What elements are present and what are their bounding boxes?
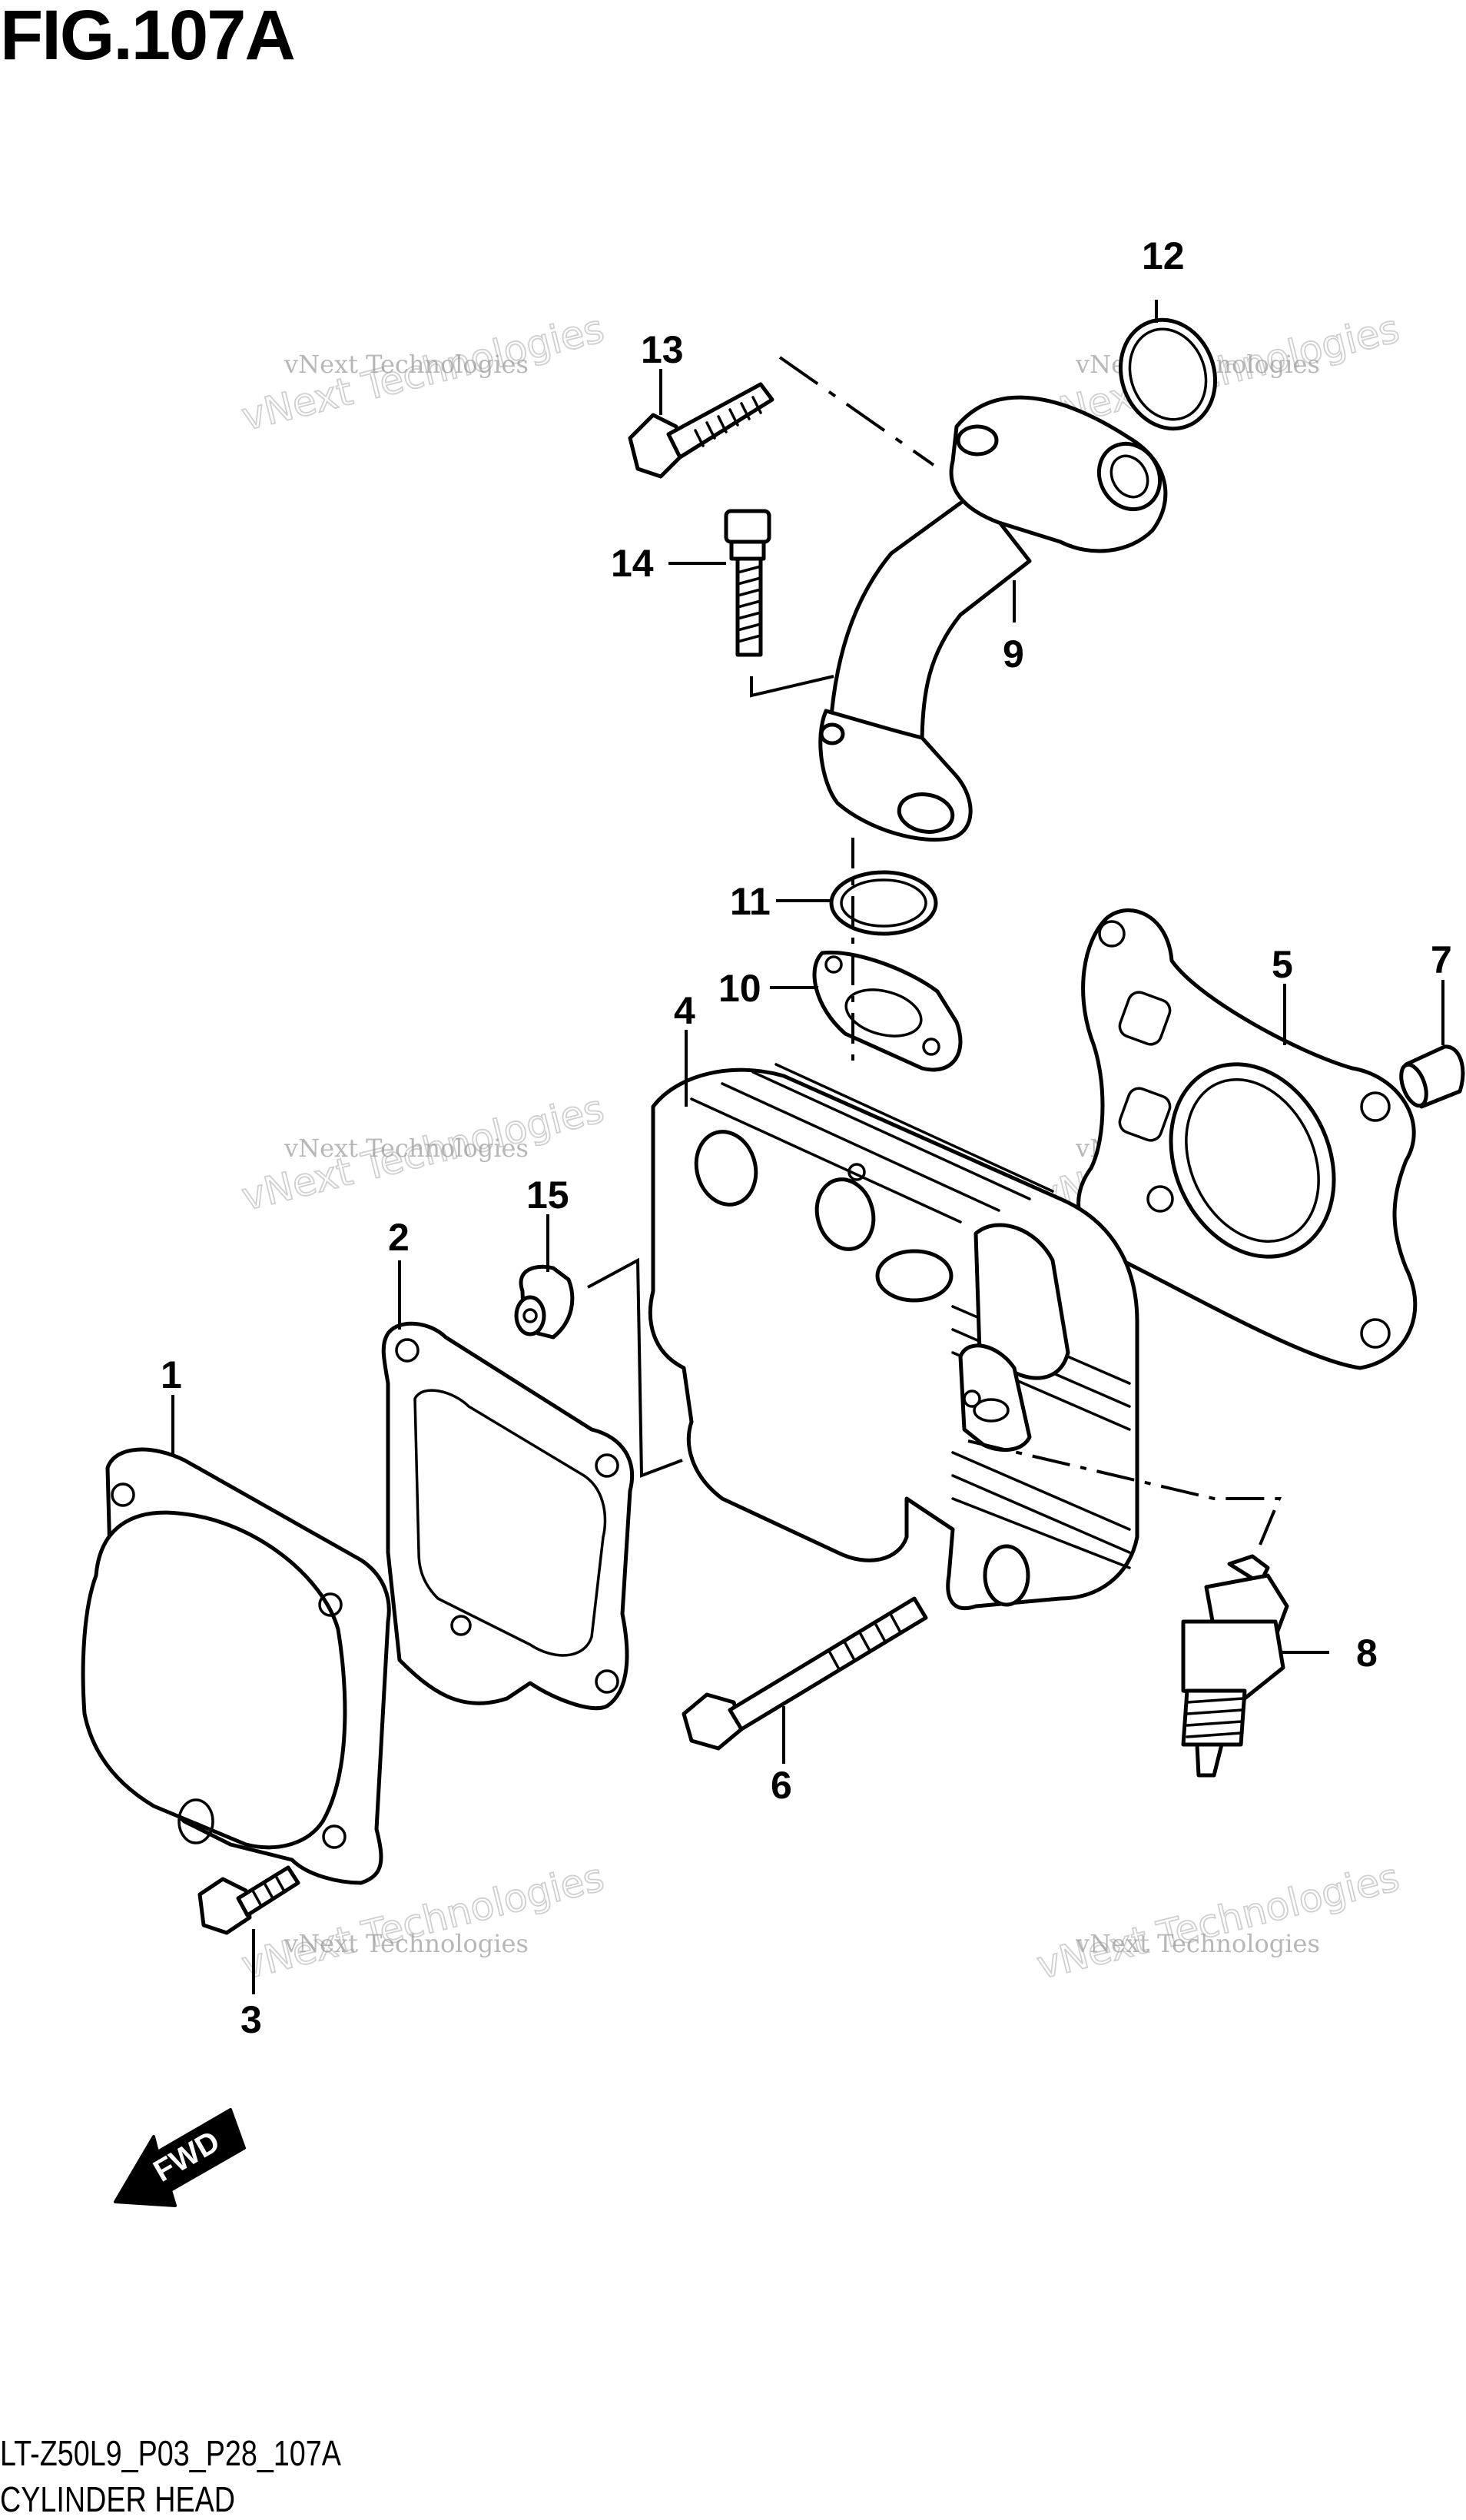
assembly-line-8 — [967, 1439, 1282, 1546]
callout-4: 4 — [674, 989, 695, 1032]
watermark-text-small: vNext Technologies — [284, 1929, 529, 1958]
callout-2: 2 — [388, 1216, 410, 1259]
part-10-gasket — [812, 950, 963, 1072]
callout-8: 8 — [1356, 1632, 1378, 1675]
watermark-bottom-right: vNext Technologies vNext Technologies — [1032, 1854, 1405, 1989]
leader-lines — [171, 300, 1444, 1994]
figure-code: LT-Z50L9_P03_P28_107A — [0, 2433, 341, 2473]
part-1-head-cover — [81, 1447, 391, 1885]
fwd-arrow: FWD — [114, 2108, 246, 2207]
watermark-text-small: vNext Technologies — [284, 1134, 529, 1163]
part-15-nut — [514, 1264, 575, 1340]
part-2-gasket — [381, 1321, 635, 1711]
part-13-bolt — [628, 382, 774, 479]
callout-5: 5 — [1272, 943, 1293, 986]
part-11-o-ring — [829, 870, 938, 936]
watermark-text-small: vNext Technologies — [284, 350, 529, 379]
watermark-text-small: vNext Technologies — [1075, 1929, 1320, 1958]
callout-10: 10 — [718, 967, 761, 1010]
figure-name: CYLINDER HEAD — [0, 2479, 236, 2519]
assembly-line-14 — [750, 675, 834, 698]
callout-3: 3 — [240, 1998, 262, 2041]
part-4-cylinder-head — [648, 1063, 1139, 1611]
part-8-spark-plug — [1181, 1554, 1289, 1778]
callout-9: 9 — [1003, 632, 1024, 676]
callout-13: 13 — [641, 328, 684, 371]
assembly-line-13 — [778, 356, 935, 466]
callout-12: 12 — [1142, 234, 1185, 277]
part-3-bolt — [197, 1865, 300, 1935]
part-14-bolt — [724, 509, 771, 657]
assembly-line-15 — [587, 1257, 683, 1478]
part-9-intake-pipe — [818, 395, 1168, 842]
part-5-gasket — [1076, 908, 1418, 1370]
part-7-dowel-pin — [1399, 1044, 1465, 1109]
callout-14: 14 — [611, 542, 654, 585]
callout-11: 11 — [730, 880, 771, 923]
callout-6: 6 — [771, 1764, 792, 1807]
callout-1: 1 — [161, 1353, 182, 1396]
callout-7: 7 — [1431, 938, 1452, 981]
part-12-o-ring — [1118, 317, 1218, 431]
callout-labels: 12 13 14 9 11 10 4 5 7 15 2 1 8 6 3 — [161, 234, 1452, 2041]
watermark-text-large: vNext Technologies — [1033, 1854, 1404, 1987]
figure-title: FIG.107A — [0, 0, 296, 75]
part-6-bolt — [682, 1596, 928, 1751]
watermark-top-left: vNext Technologies vNext Technologies — [237, 306, 609, 440]
callout-15: 15 — [526, 1174, 569, 1217]
